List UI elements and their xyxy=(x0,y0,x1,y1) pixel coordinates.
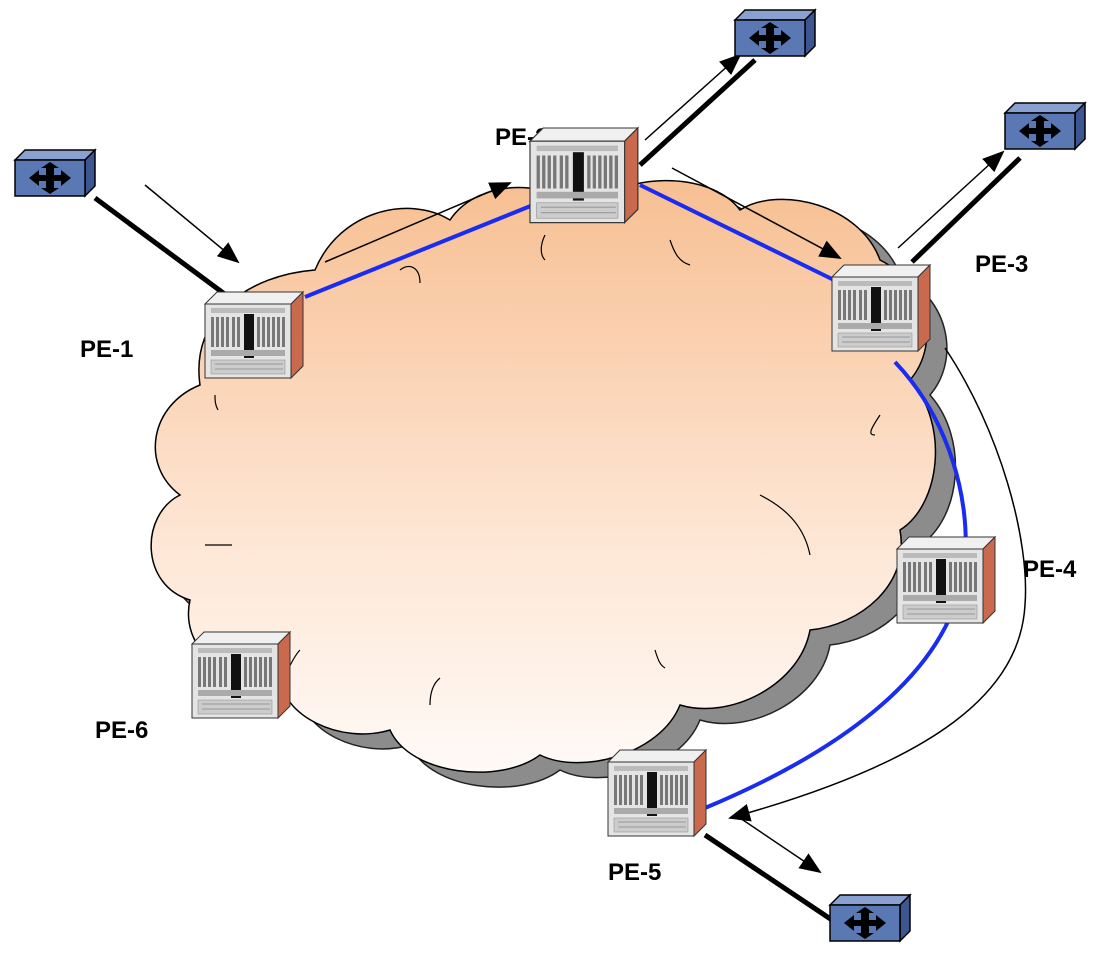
access-links xyxy=(93,58,1022,925)
label-pe-5: PE-5 xyxy=(608,859,661,886)
arrow-icon xyxy=(144,184,240,264)
arrow-icon xyxy=(644,53,742,141)
router-icon-pe-2-overlay xyxy=(529,127,639,224)
arrow-icon xyxy=(897,150,1005,249)
switch-icon xyxy=(829,894,911,942)
arrow-icon xyxy=(671,167,842,259)
switch-icon xyxy=(14,149,96,197)
label-pe-1: PE-1 xyxy=(80,336,133,363)
router-icon xyxy=(191,631,291,719)
label-pe-3: PE-3 xyxy=(975,251,1028,278)
label-pe-6: PE-6 xyxy=(95,717,148,744)
switch-icon xyxy=(1004,102,1086,150)
router-icon xyxy=(831,264,931,352)
router-icon xyxy=(896,536,996,624)
traffic-arrows xyxy=(144,53,1027,874)
arrow-icon xyxy=(324,182,512,263)
arrow-icon xyxy=(739,817,822,874)
router-icon xyxy=(607,749,707,837)
switch-icon xyxy=(734,9,816,57)
arrow-icon xyxy=(728,347,1027,822)
router-icon xyxy=(204,291,304,379)
label-pe-4: PE-4 xyxy=(1023,556,1077,583)
